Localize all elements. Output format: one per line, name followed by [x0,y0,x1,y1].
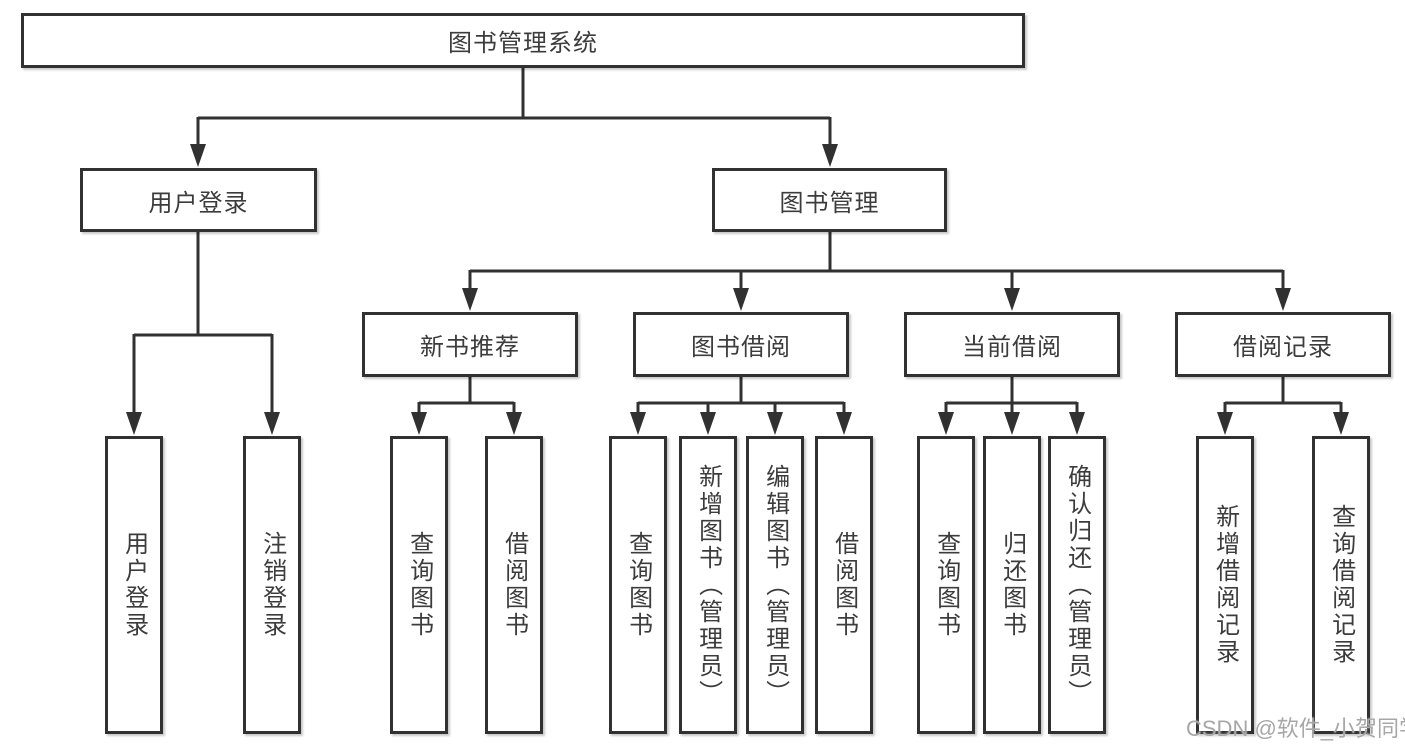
leaf-query-borrow-record: 查询借阅记录 [1312,436,1370,734]
leaf-label: 查询借阅记录 [1327,504,1355,666]
leaf-label: 注销登录 [258,531,286,639]
node-current-borrowing: 当前借阅 [904,312,1120,377]
node-user-login: 用户登录 [80,168,317,232]
leaf-label: 查询图书 [932,531,960,639]
leaf-borrow-books-recommend: 借阅图书 [485,436,543,734]
leaf-label: 确认归还（管理员） [1063,463,1091,707]
leaf-label: 用户登录 [120,531,148,639]
leaf-add-book-admin: 新增图书（管理员） [679,436,737,734]
node-library-management-system: 图书管理系统 [21,13,1025,68]
leaf-query-books-recommend: 查询图书 [390,436,448,734]
leaf-label: 查询图书 [624,531,652,639]
node-book-management: 图书管理 [712,168,947,232]
leaf-label: 借阅图书 [500,531,528,639]
node-book-borrowing: 图书借阅 [633,312,849,377]
leaf-label: 借阅图书 [830,531,858,639]
leaf-add-borrow-record: 新增借阅记录 [1196,436,1254,734]
node-new-book-recommendation: 新书推荐 [362,312,578,377]
leaf-user-login: 用户登录 [105,436,163,734]
arrowhead-icons [126,144,1349,435]
node-label: 图书管理 [779,189,880,217]
node-label: 新书推荐 [420,334,520,361]
node-label: 用户登录 [148,189,249,217]
node-label: 图书借阅 [691,334,791,361]
node-borrowing-records: 借阅记录 [1175,312,1391,377]
leaf-borrow-books-borrowing: 借阅图书 [815,436,873,734]
node-label: 当前借阅 [962,334,1062,361]
node-label: 图书管理系统 [448,30,598,57]
leaf-label: 新增图书（管理员） [694,463,722,707]
leaf-label: 编辑图书（管理员） [761,463,789,707]
leaf-label: 查询图书 [405,531,433,639]
leaf-confirm-return-admin: 确认归还（管理员） [1048,436,1106,734]
leaf-logout: 注销登录 [243,436,301,734]
leaf-query-books-current: 查询图书 [917,436,975,734]
node-label: 借阅记录 [1233,334,1333,361]
leaf-return-books: 归还图书 [983,436,1041,734]
leaf-query-books-borrowing: 查询图书 [609,436,667,734]
leaf-label: 新增借阅记录 [1211,504,1239,666]
csdn-watermark: CSDN @软件_小贺同学 [1186,716,1405,741]
leaf-edit-book-admin: 编辑图书（管理员） [746,436,804,734]
leaf-label: 归还图书 [998,531,1026,639]
